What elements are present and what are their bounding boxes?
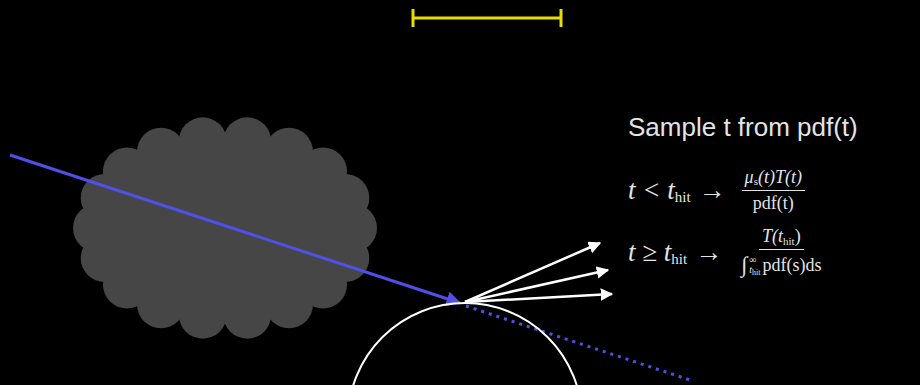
formula-text: μ [745, 167, 754, 188]
caption-text: Sample t from pdf(t) [628, 112, 858, 143]
fraction: T(thit)∫∞thitpdf(s)ds [738, 226, 824, 278]
cloud-bump [321, 174, 369, 222]
surface [348, 303, 582, 385]
formula-line: t ≥ thit→T(thit)∫∞thitpdf(s)ds [628, 226, 824, 278]
formula-text: → [699, 175, 726, 206]
cloud-bump [223, 291, 271, 339]
formula-text: (t)T(t) [758, 167, 802, 188]
medium-cloud [73, 117, 377, 338]
cloud-bump [179, 117, 227, 165]
continued-ray [466, 306, 690, 380]
formula-text: pdf(t) [753, 193, 794, 214]
cloud-body [93, 136, 357, 320]
formula-text: t < t [628, 175, 675, 206]
upper-limit: ∞ [749, 255, 760, 265]
formula-text: t [749, 264, 752, 275]
denominator: pdf(t) [750, 191, 797, 214]
formula-text: hit [783, 235, 795, 247]
cloud-bump [179, 291, 227, 339]
fraction: μs(t)T(t)pdf(t) [742, 167, 805, 214]
formula-line: t < thit→μs(t)T(t)pdf(t) [628, 167, 805, 214]
integral-limits: ∞thit [749, 255, 760, 275]
formula-text: t ≥ t [628, 237, 671, 268]
lower-limit: thit [749, 265, 760, 275]
numerator: T(thit) [759, 226, 804, 250]
denominator: ∫∞thitpdf(s)ds [738, 250, 824, 278]
cloud-bump [223, 117, 271, 165]
scattered-rays [465, 243, 612, 302]
formula-text: ) [795, 226, 801, 247]
formula-text: ∞ [749, 254, 756, 265]
numerator: μs(t)T(t) [742, 167, 805, 191]
formula-text: s [754, 175, 758, 187]
cloud-bump [265, 280, 313, 328]
formula-text: T(t [762, 226, 783, 247]
incoming-ray [10, 155, 460, 303]
cloud-bump [137, 128, 185, 176]
formula-text: hit [671, 251, 687, 268]
formula-text: → [695, 237, 722, 268]
scale-bar [413, 9, 561, 27]
formula-text: pdf(s)ds [762, 255, 821, 276]
formula-text: hit [752, 268, 760, 277]
formula-text: hit [675, 189, 691, 206]
formula-text: ∫ [741, 252, 747, 278]
